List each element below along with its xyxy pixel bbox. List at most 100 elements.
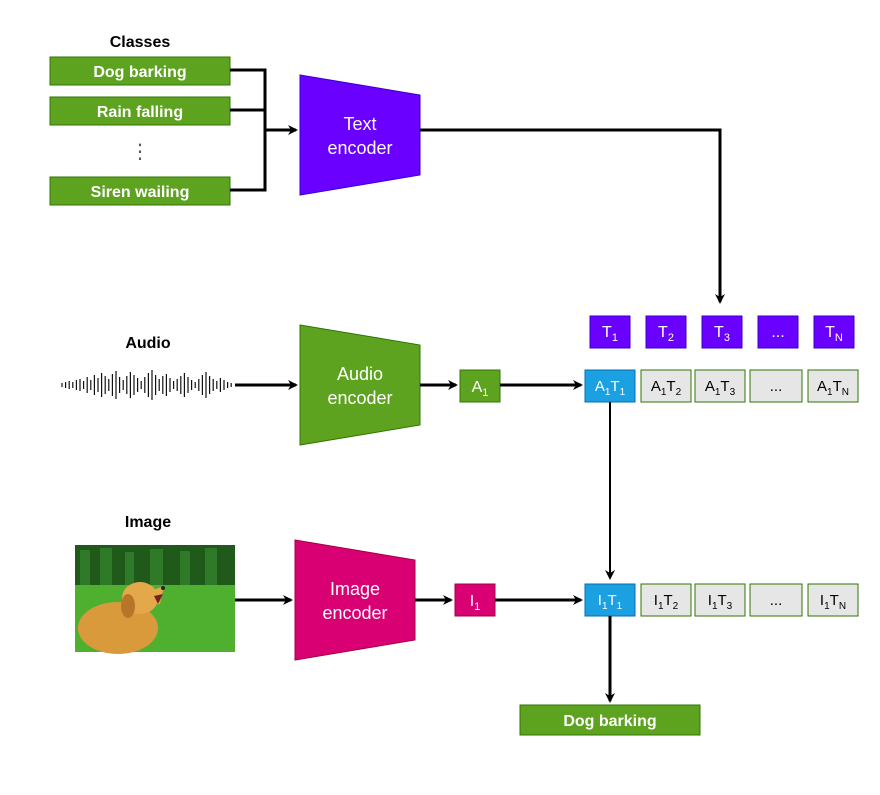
cell-text: T [608,592,617,609]
classes-ellipsis: ⋮ [130,141,150,163]
cell-modality: A [817,378,827,395]
text-encoder-line2: encoder [327,138,392,158]
cell-modality-sub: 1 [712,601,718,612]
cell-modality-sub: 1 [661,387,667,398]
svg-text:I1T1: I1T1 [598,592,623,612]
audio-encoder-line1: Audio [337,364,383,384]
svg-text:I1T3: I1T3 [708,592,733,612]
similarity-cell: ... [749,583,803,617]
token-base: T [714,324,724,341]
output-label: Dog barking [563,713,656,730]
a1-base: A [472,379,483,396]
similarity-cell: A1TN [807,369,859,403]
similarity-cell: A1T3 [694,369,746,403]
a1-sub: 1 [482,387,488,399]
similarity-cell: I1TN [807,583,859,617]
image-encoder-line1: Image [330,579,380,599]
svg-text:A1T1: A1T1 [595,378,626,398]
cell-modality: I [708,592,712,609]
image-encoder-line2: encoder [322,603,387,623]
text-token: TN [813,315,855,349]
audio-encoder: Audio encoder [299,324,421,446]
text-token: T1 [589,315,631,349]
cell-modality: ... [770,592,783,609]
cell-modality-sub: 1 [602,601,608,612]
cell-text: T [720,378,729,395]
similarity-cell: I1T2 [640,583,692,617]
cell-text: T [830,592,839,609]
dog-photo [75,545,235,654]
similarity-cell: A1T1 [584,369,636,403]
cell-modality: I [654,592,658,609]
image-encoder: Image encoder [294,539,416,661]
token-sub: 3 [724,332,730,344]
token-base: T [602,324,612,341]
svg-text:...: ... [770,592,783,609]
cell-text: T [664,592,673,609]
svg-text:A1TN: A1TN [817,378,849,398]
cell-text-sub: 3 [727,601,733,612]
cell-text: T [610,378,619,395]
cell-modality-sub: 1 [827,387,833,398]
audio-embedding-a1: A1 [459,369,501,403]
cell-modality: A [651,378,661,395]
i1-sub: 1 [474,601,480,613]
cell-text-sub: 2 [676,387,682,398]
svg-text:A1: A1 [472,379,489,399]
text-encoder-line1: Text [343,114,376,134]
audio-waveform-icon [61,370,232,400]
cell-text: T [833,378,842,395]
svg-text:I1: I1 [470,593,481,613]
output-box: Dog barking [519,704,701,736]
cell-modality-sub: 1 [605,387,611,398]
cell-modality: A [595,378,605,395]
class-label: Rain falling [97,104,183,121]
svg-text:I1TN: I1TN [820,592,846,612]
class-box-siren-wailing: Siren wailing [49,176,231,206]
text-to-tokens-arrow [420,128,725,304]
image-title: Image [125,514,171,531]
i1-base: I [470,593,474,610]
similarity-cell: I1T1 [584,583,636,617]
svg-text:TN: TN [825,324,843,344]
audio-title: Audio [125,335,171,352]
svg-text:...: ... [771,324,784,341]
svg-text:A1T3: A1T3 [705,378,736,398]
token-base: T [825,324,835,341]
class-label: Dog barking [93,64,186,81]
cell-modality-sub: 1 [658,601,664,612]
similarity-cell: A1T2 [640,369,692,403]
cell-text-sub: 2 [673,601,679,612]
classes-title: Classes [110,34,171,51]
cell-text: T [666,378,675,395]
cell-text-sub: 1 [617,601,623,612]
token-sub: 2 [668,332,674,344]
token-base: T [658,324,668,341]
svg-text:A1T2: A1T2 [651,378,682,398]
svg-text:T2: T2 [658,324,674,344]
svg-text:T3: T3 [714,324,730,344]
similarity-cell: I1T3 [694,583,746,617]
svg-text:I1T2: I1T2 [654,592,679,612]
similarity-cell: ... [749,369,803,403]
text-encoder: Text encoder [299,74,421,196]
cell-modality: ... [770,378,783,395]
class-box-dog-barking: Dog barking [49,56,231,86]
cell-modality-sub: 1 [715,387,721,398]
cell-modality: I [598,592,602,609]
cell-modality: I [820,592,824,609]
text-token: T2 [645,315,687,349]
class-label: Siren wailing [91,184,190,201]
audio-encoder-line2: encoder [327,388,392,408]
token-base: ... [771,324,784,341]
cell-modality: A [705,378,715,395]
cell-text-sub: N [842,387,849,398]
class-connectors [230,68,298,192]
cell-text-sub: N [839,601,846,612]
text-token: T3 [701,315,743,349]
cell-modality-sub: 1 [824,601,830,612]
